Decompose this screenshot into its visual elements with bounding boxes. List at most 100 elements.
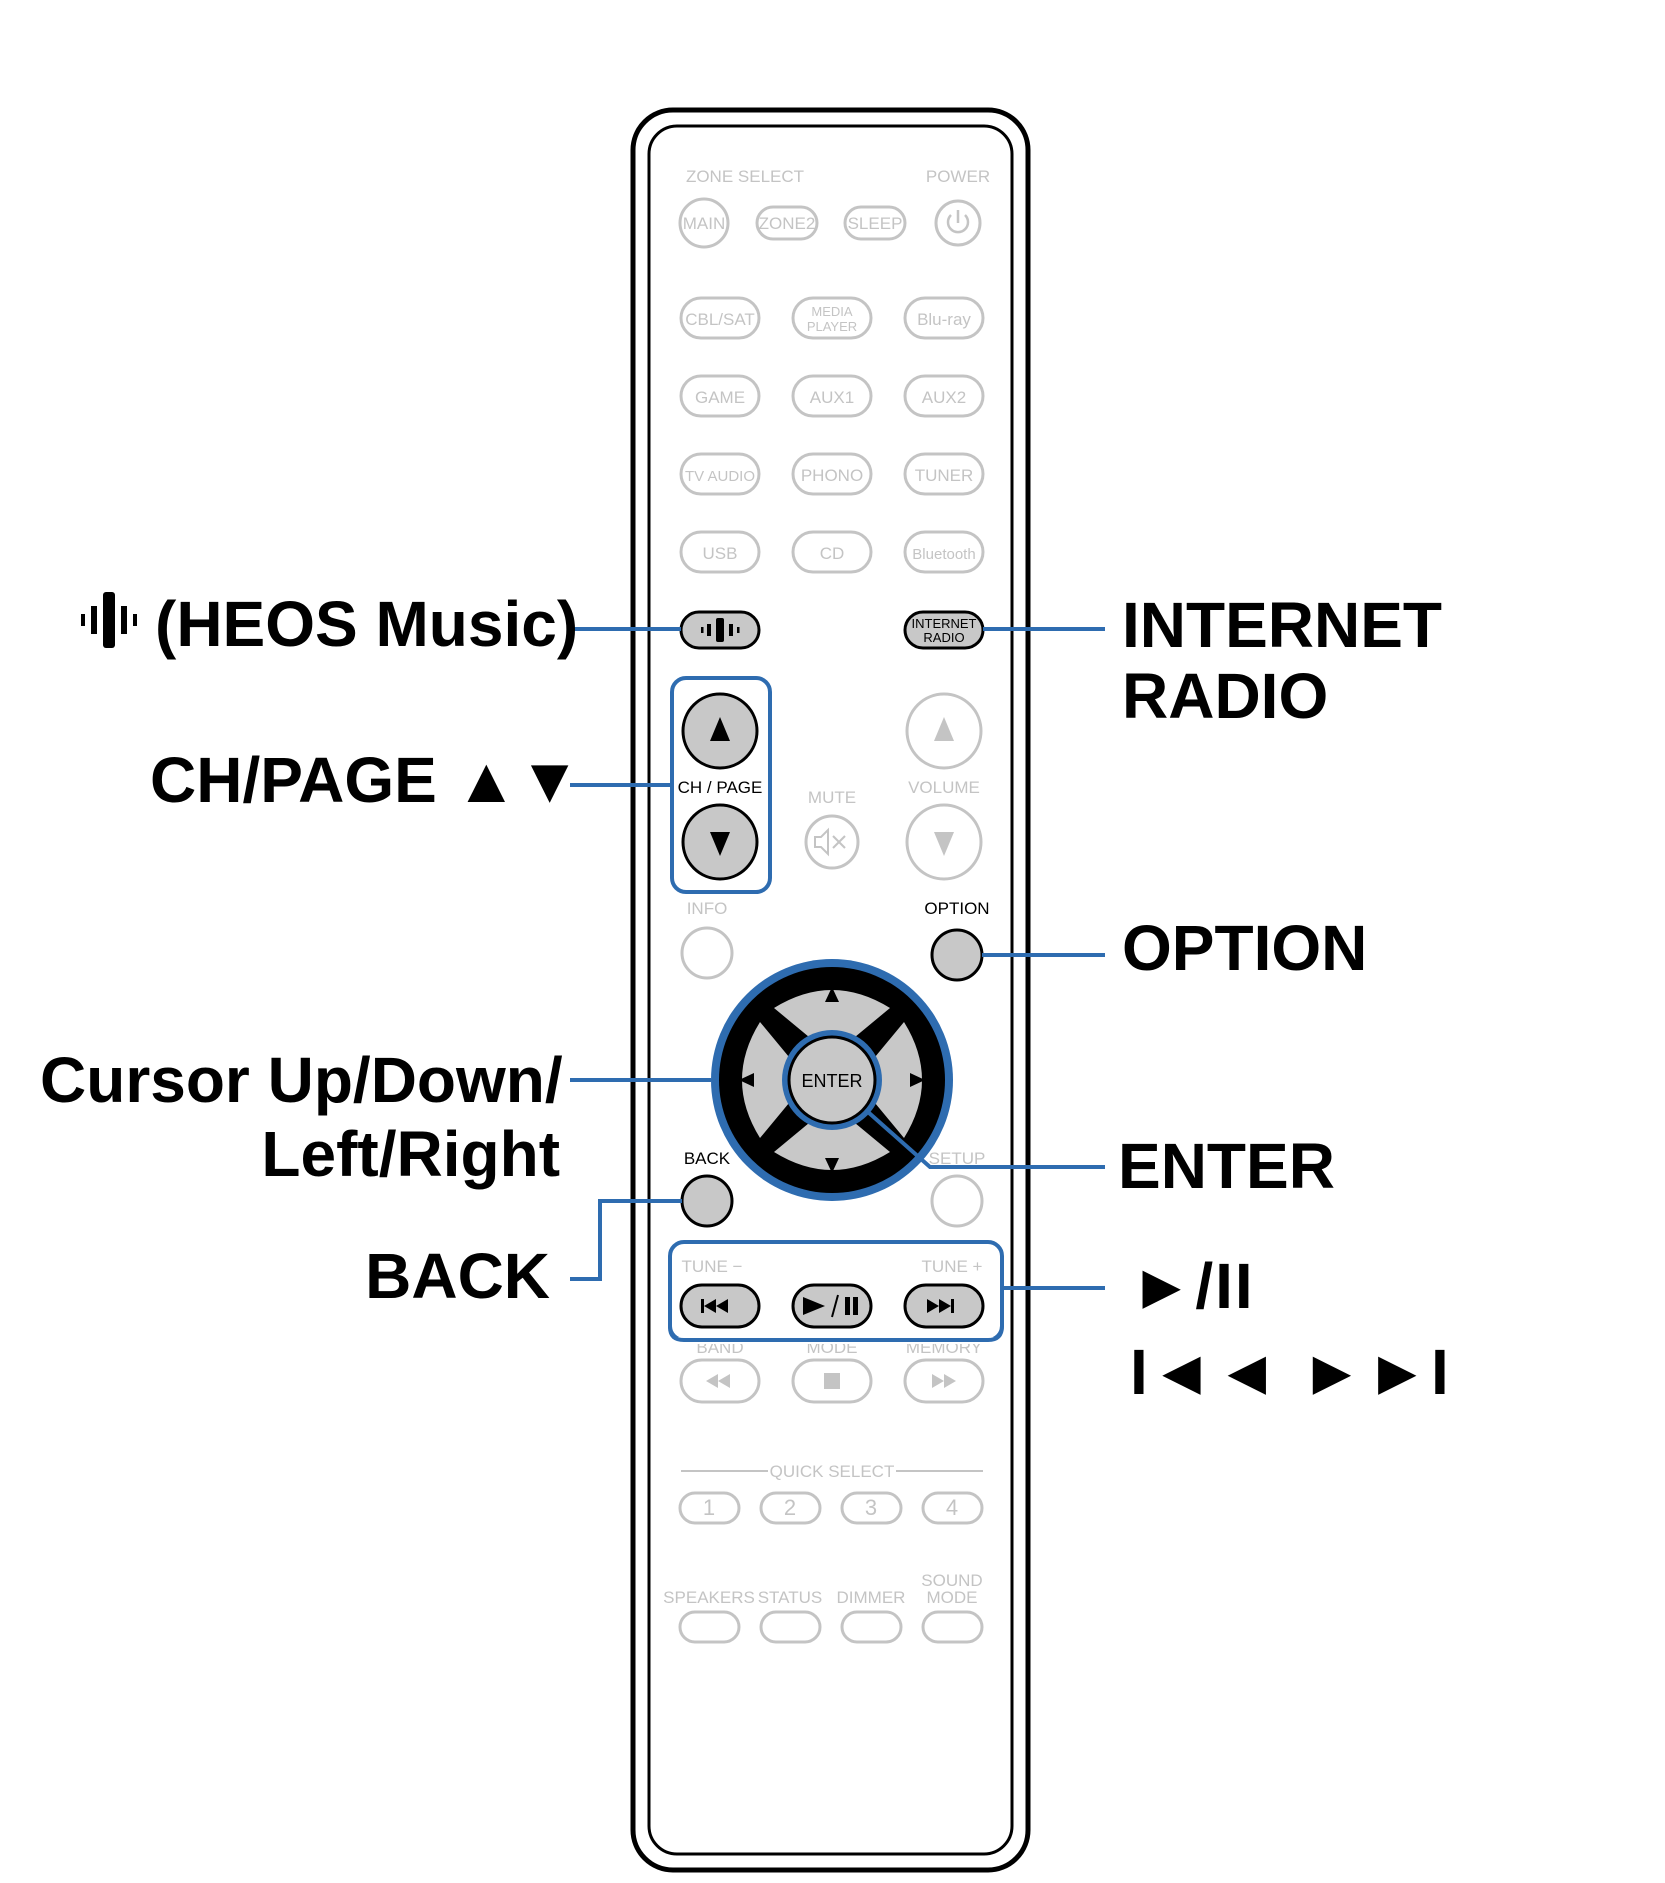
usb-button[interactable]: USB	[679, 530, 761, 574]
bluray-button[interactable]: Blu-ray	[903, 296, 985, 340]
enter-callout: ENTER	[1118, 1130, 1335, 1202]
skip-forward-icon	[927, 1299, 954, 1313]
play-pause-icon	[803, 1294, 858, 1318]
remote-body-inner	[647, 124, 1014, 1856]
speakers-button[interactable]	[678, 1610, 741, 1644]
stop-button[interactable]	[791, 1358, 873, 1404]
dimmer-button[interactable]	[840, 1610, 903, 1644]
setup-button[interactable]	[930, 1174, 984, 1228]
aux2-button[interactable]: AUX2	[903, 374, 985, 418]
cursor-left-icon	[739, 1073, 754, 1087]
status-button[interactable]	[759, 1610, 822, 1644]
phono-label: PHONO	[801, 466, 863, 485]
ch-page-down-button[interactable]	[681, 803, 759, 881]
heos-callout-text: (HEOS Music)	[155, 588, 579, 660]
sleep-button[interactable]: SLEEP	[843, 205, 907, 241]
heos-music-button[interactable]	[679, 610, 761, 650]
bluetooth-button[interactable]: Bluetooth	[903, 530, 985, 574]
zone-select-label: ZONE SELECT	[686, 167, 804, 186]
sound-mode-button[interactable]	[921, 1610, 984, 1644]
media-player-button[interactable]: MEDIA PLAYER	[791, 296, 873, 340]
volume-label: VOLUME	[908, 778, 980, 797]
cursor-up-button[interactable]	[774, 987, 890, 1037]
info-label: INFO	[687, 899, 728, 918]
cd-button[interactable]: CD	[791, 530, 873, 574]
bluray-label: Blu-ray	[917, 310, 971, 329]
skip-back-button[interactable]	[679, 1283, 761, 1329]
ch-page-callout: CH/PAGE ▲▼	[150, 744, 582, 816]
quick-select-2-button[interactable]: 2	[759, 1491, 822, 1525]
skip-forward-button[interactable]	[903, 1283, 985, 1329]
back-callout: BACK	[365, 1240, 550, 1312]
option-button[interactable]	[930, 928, 984, 982]
heos-icon	[701, 618, 740, 642]
mute-label: MUTE	[808, 788, 856, 807]
ch-page-label: CH / PAGE	[678, 778, 763, 797]
enter-button[interactable]: ENTER	[782, 1030, 882, 1130]
status-label: STATUS	[758, 1588, 823, 1607]
cbl-sat-button[interactable]: CBL/SAT	[679, 296, 761, 340]
up-arrow-icon	[710, 717, 730, 741]
fast-forward-icon	[932, 1374, 956, 1388]
cursor-right-button[interactable]	[875, 1022, 925, 1138]
tune-minus-label: TUNE −	[682, 1257, 743, 1276]
sound-mode-label-1: SOUND	[921, 1571, 982, 1590]
leader-lines	[570, 627, 1105, 1290]
phono-button[interactable]: PHONO	[791, 452, 873, 496]
power-button[interactable]	[934, 199, 982, 247]
usb-label: USB	[703, 544, 738, 563]
cursor-up-icon	[825, 987, 839, 1002]
zone2-button[interactable]: ZONE2	[755, 205, 819, 241]
cursor-pad: ENTER	[711, 959, 953, 1201]
aux1-label: AUX1	[810, 388, 854, 407]
ch-page-up-button[interactable]	[681, 692, 759, 770]
volume-up-button[interactable]	[905, 692, 983, 770]
aux1-button[interactable]: AUX1	[791, 374, 873, 418]
heos-callout-icon	[75, 588, 141, 652]
rewind-icon	[706, 1374, 730, 1388]
tv-audio-label: TV AUDIO	[685, 468, 755, 485]
game-button[interactable]: GAME	[679, 374, 761, 418]
setup-label: SETUP	[929, 1149, 986, 1168]
tuner-button[interactable]: TUNER	[903, 452, 985, 496]
back-button[interactable]	[680, 1174, 734, 1228]
zone2-label: ZONE2	[759, 214, 816, 233]
mute-icon	[814, 827, 846, 857]
cursor-left-button[interactable]	[739, 1022, 789, 1138]
volume-down-button[interactable]	[905, 803, 983, 881]
play-pause-button[interactable]	[791, 1283, 873, 1329]
fast-forward-button[interactable]	[903, 1358, 985, 1404]
tv-audio-button[interactable]: TV AUDIO	[679, 452, 761, 496]
cursor-down-button[interactable]	[774, 1123, 890, 1173]
enter-leader	[866, 1110, 1105, 1169]
aux2-label: AUX2	[922, 388, 966, 407]
quick-select-1-button[interactable]: 1	[678, 1491, 741, 1525]
skip-back-icon	[701, 1299, 728, 1313]
stop-icon	[824, 1373, 840, 1389]
cursor-callout-line2: Left/Right	[261, 1118, 560, 1190]
skip-callout: I◄◄ ►►I	[1130, 1336, 1451, 1408]
sleep-label: SLEEP	[848, 214, 903, 233]
enter-label: ENTER	[801, 1071, 862, 1091]
quick-select-3-button[interactable]: 3	[840, 1491, 903, 1525]
media-player-label-1: MEDIA	[811, 304, 853, 319]
mute-button[interactable]	[804, 814, 860, 870]
rewind-button[interactable]	[679, 1358, 761, 1404]
cbl-sat-label: CBL/SAT	[685, 310, 755, 329]
internet-radio-label-2: RADIO	[923, 630, 964, 645]
tuner-label: TUNER	[915, 466, 974, 485]
play-pause-callout: ►/II	[1130, 1250, 1255, 1322]
quick-select-2-label: 2	[784, 1495, 796, 1520]
quick-select-3-label: 3	[865, 1495, 877, 1520]
quick-select-4-button[interactable]: 4	[921, 1491, 984, 1525]
volume-up-icon	[934, 717, 954, 741]
internet-radio-button[interactable]: INTERNET RADIO	[903, 610, 985, 650]
game-label: GAME	[695, 388, 745, 407]
main-button[interactable]: MAIN	[678, 197, 730, 249]
cd-label: CD	[820, 544, 845, 563]
cursor-right-icon	[910, 1073, 925, 1087]
back-leader	[570, 1199, 682, 1281]
info-button[interactable]	[680, 926, 734, 980]
tune-plus-label: TUNE +	[922, 1257, 983, 1276]
